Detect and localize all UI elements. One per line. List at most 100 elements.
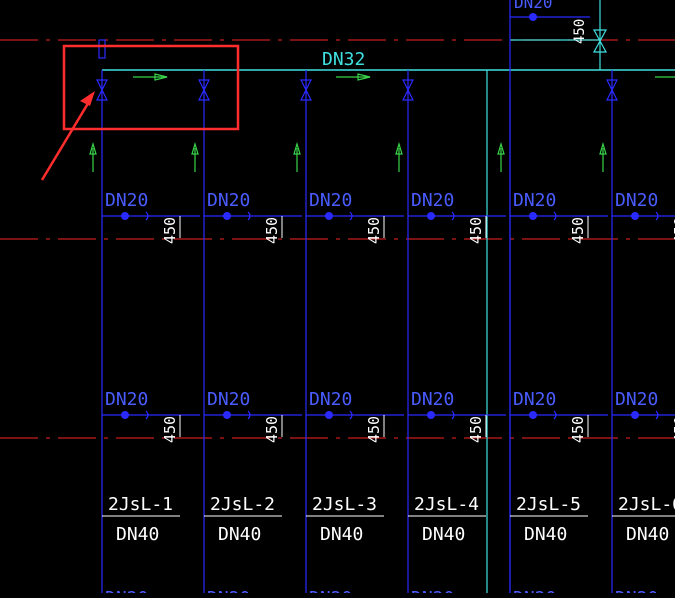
branch: DN20 450 [612,190,675,244]
annotation-arrow-head [80,91,95,106]
branch-label: DN20 [207,389,250,410]
flow-arrow-right-icon [336,73,371,81]
branch-bend [655,410,659,420]
branch-label: DN20 [309,190,352,211]
annotation-callout [40,44,240,181]
flow-arrow-up-icon [395,141,403,172]
valve-top [300,79,312,92]
valve-bottom [606,88,618,101]
valve-bottom [198,88,210,101]
valve-bottom [300,88,312,101]
branch-fitting [631,212,639,220]
grid-lines [0,39,675,439]
branch-dim: 450 [161,416,179,443]
riser-group: DN20450DN204502JsL-1DN40DN20DN20450DN204… [89,29,675,598]
valve-top [96,79,108,92]
arrow-head [191,141,199,155]
riser-id-label: 2JsL-2 [210,494,275,515]
flow-arrow-up-icon [497,141,505,172]
branch-fitting [121,411,129,419]
flow-arrows [133,73,675,81]
branch-label: DN20 [411,190,454,211]
gate-valve-icon [96,79,108,101]
branch-bend [247,410,251,420]
arrow-head [89,141,97,155]
branch-label: DN20 [207,190,250,211]
branch-label: DN20 [309,389,352,410]
branch-dim: 450 [263,217,281,244]
branch-fitting [325,411,333,419]
branch-dim: 450 [671,416,675,443]
branch-fitting [427,411,435,419]
arrow-head [357,73,371,81]
top-cap [98,39,106,59]
flow-arrow-up-icon [89,141,97,172]
branch-label: DN20 [615,190,658,211]
branch-dim: 450 [671,217,675,244]
branch-label: DN20 [615,389,658,410]
branch-label: DN20 [513,190,556,211]
branch-label: DN20 [105,190,148,211]
top-riser-fitting [529,13,537,21]
branch-bend [145,211,149,221]
branch-fitting [529,212,537,220]
branch-bend [655,211,659,221]
riser-size-label: DN40 [422,524,465,545]
annotation-arrow-line [40,99,92,181]
gate-valve-icon [198,79,210,101]
gate-valve-icon [402,79,414,101]
branch: DN20 450 [408,190,506,244]
branch-fitting [529,411,537,419]
riser-id-label: 2JsL-1 [108,494,173,515]
branch-fitting [631,411,639,419]
branch-bend [145,410,149,420]
branch-dim: 450 [263,416,281,443]
bottom-partial-label: DN20 [105,588,148,593]
flow-arrow-right-icon [133,73,168,81]
valve-top [198,79,210,92]
branch: DN20 450 [204,389,302,443]
branch-dim: 450 [467,217,485,244]
bottom-partial-label: DN20 [309,588,352,593]
bottom-partial-label: DN20 [411,588,454,593]
riser-id-label: 2JsL-6 [618,494,675,515]
gate-valve-icon [98,39,106,59]
riser-size-label: DN40 [524,524,567,545]
arrow-head [599,141,607,155]
main-pipe-label: DN32 [322,49,365,70]
arrow-head [154,73,168,81]
top-riser-dim: 450 [572,19,588,44]
branch-label: DN20 [411,389,454,410]
top-riser-label: DN20 [514,0,553,12]
flow-arrow-up-icon [599,141,607,172]
branch-bend [349,410,353,420]
gate-valve-icon [300,79,312,101]
valve-bottom [402,88,414,101]
flow-arrow-up-icon [191,141,199,172]
branch-fitting [223,411,231,419]
gate-valve-icon [592,29,608,53]
branch-fitting [325,212,333,220]
branch-fitting [427,212,435,220]
branch-dim: 450 [161,217,179,244]
branch: DN20 450 [612,389,675,443]
branch-bend [349,211,353,221]
valve-top [592,29,608,43]
riser-id-label: 2JsL-4 [414,494,479,515]
branch-bend [451,211,455,221]
gate-valve-icon [606,79,618,101]
branch: DN20 450 [102,190,200,244]
branch-bend [247,211,251,221]
